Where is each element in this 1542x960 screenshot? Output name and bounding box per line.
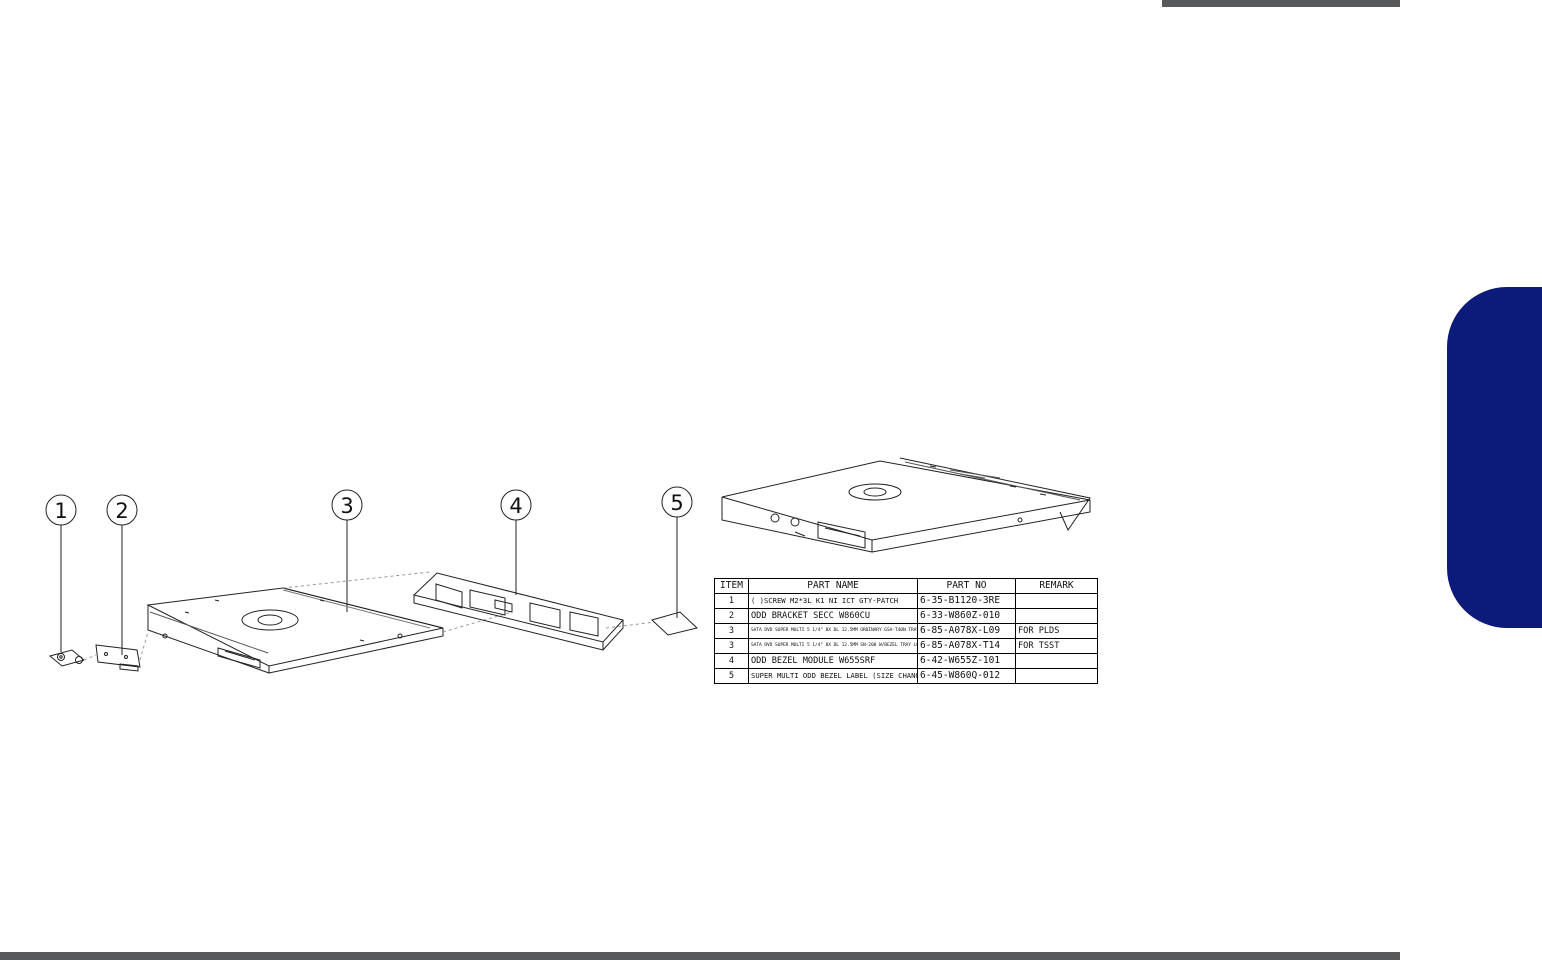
row-remark <box>1015 653 1098 669</box>
callout-1-label: 1 <box>54 499 67 523</box>
bezel-label-part <box>651 611 699 636</box>
callout-1: 1 <box>45 494 77 652</box>
assembled-drive-view <box>721 457 1091 553</box>
header-item: ITEM <box>714 578 749 594</box>
callout-5: 5 <box>661 486 693 618</box>
row-part-name: ODD BRACKET SECC W860CU <box>748 608 918 624</box>
callout-4-label: 4 <box>509 494 522 518</box>
bezel-module-part <box>412 572 624 651</box>
callout-3-label: 3 <box>340 494 353 518</box>
row-part-name: SUPER MULTI ODD BEZEL LABEL (SIZE CHANGE… <box>748 668 918 684</box>
chapter-tab <box>1447 287 1542 628</box>
row-part-no: 6-35-B1120-3RE <box>917 593 1016 609</box>
table-row: 5 SUPER MULTI ODD BEZEL LABEL (SIZE CHAN… <box>714 668 1098 684</box>
explosion-guides <box>83 571 656 661</box>
row-item: 1 <box>714 593 749 609</box>
row-part-name: ( )SCREW M2*3L K1 NI ICT GTY-PATCH <box>748 593 918 609</box>
row-part-no: 6-33-W860Z-010 <box>917 608 1016 624</box>
table-row: 4 ODD BEZEL MODULE W655SRF 6-42-W655Z-10… <box>714 653 1098 669</box>
header-rule <box>1162 0 1400 7</box>
table-header-row: ITEM PART NAME PART NO REMARK <box>714 578 1098 594</box>
table-row: 2 ODD BRACKET SECC W860CU 6-33-W860Z-010 <box>714 608 1098 624</box>
row-item: 3 <box>714 623 749 639</box>
parts-list-table: ITEM PART NAME PART NO REMARK 1 ( )SCREW… <box>714 578 1098 684</box>
callout-2: 2 <box>106 494 138 655</box>
row-remark: FOR PLDS <box>1015 623 1098 639</box>
callout-3: 3 <box>331 489 363 612</box>
footer-rule <box>0 952 1400 960</box>
bracket-part <box>95 644 141 672</box>
row-remark <box>1015 668 1098 684</box>
table-row: 3 SATA DVD SUPER MULTI 5 1/4" 8X DL 12.5… <box>714 638 1098 654</box>
row-part-no: 6-85-A078X-L09 <box>917 623 1016 639</box>
row-part-no: 6-42-W655Z-101 <box>917 653 1016 669</box>
table-row: 3 SATA DVD SUPER MULTI 5 1/4" 8X DL 12.5… <box>714 623 1098 639</box>
row-remark <box>1015 593 1098 609</box>
header-remark: REMARK <box>1015 578 1098 594</box>
row-part-name: ODD BEZEL MODULE W655SRF <box>748 653 918 669</box>
row-remark <box>1015 608 1098 624</box>
optical-drive-part <box>146 587 444 674</box>
row-item: 2 <box>714 608 749 624</box>
row-part-no: 6-45-W860Q-012 <box>917 668 1016 684</box>
row-part-name: SATA DVD SUPER MULTI 5 1/4" 8X DL 12.5MM… <box>748 638 918 654</box>
row-part-name: SATA DVD SUPER MULTI 5 1/4" 8X DL 12.5MM… <box>748 623 918 639</box>
header-part-name: PART NAME <box>748 578 918 594</box>
header-part-no: PART NO <box>917 578 1016 594</box>
screw-part <box>48 649 86 667</box>
callout-4: 4 <box>500 489 532 595</box>
callout-2-label: 2 <box>115 499 128 523</box>
row-item: 3 <box>714 638 749 654</box>
row-item: 4 <box>714 653 749 669</box>
row-part-no: 6-85-A078X-T14 <box>917 638 1016 654</box>
table-row: 1 ( )SCREW M2*3L K1 NI ICT GTY-PATCH 6-3… <box>714 593 1098 609</box>
callout-5-label: 5 <box>670 491 683 515</box>
row-remark: FOR TSST <box>1015 638 1098 654</box>
row-item: 5 <box>714 668 749 684</box>
